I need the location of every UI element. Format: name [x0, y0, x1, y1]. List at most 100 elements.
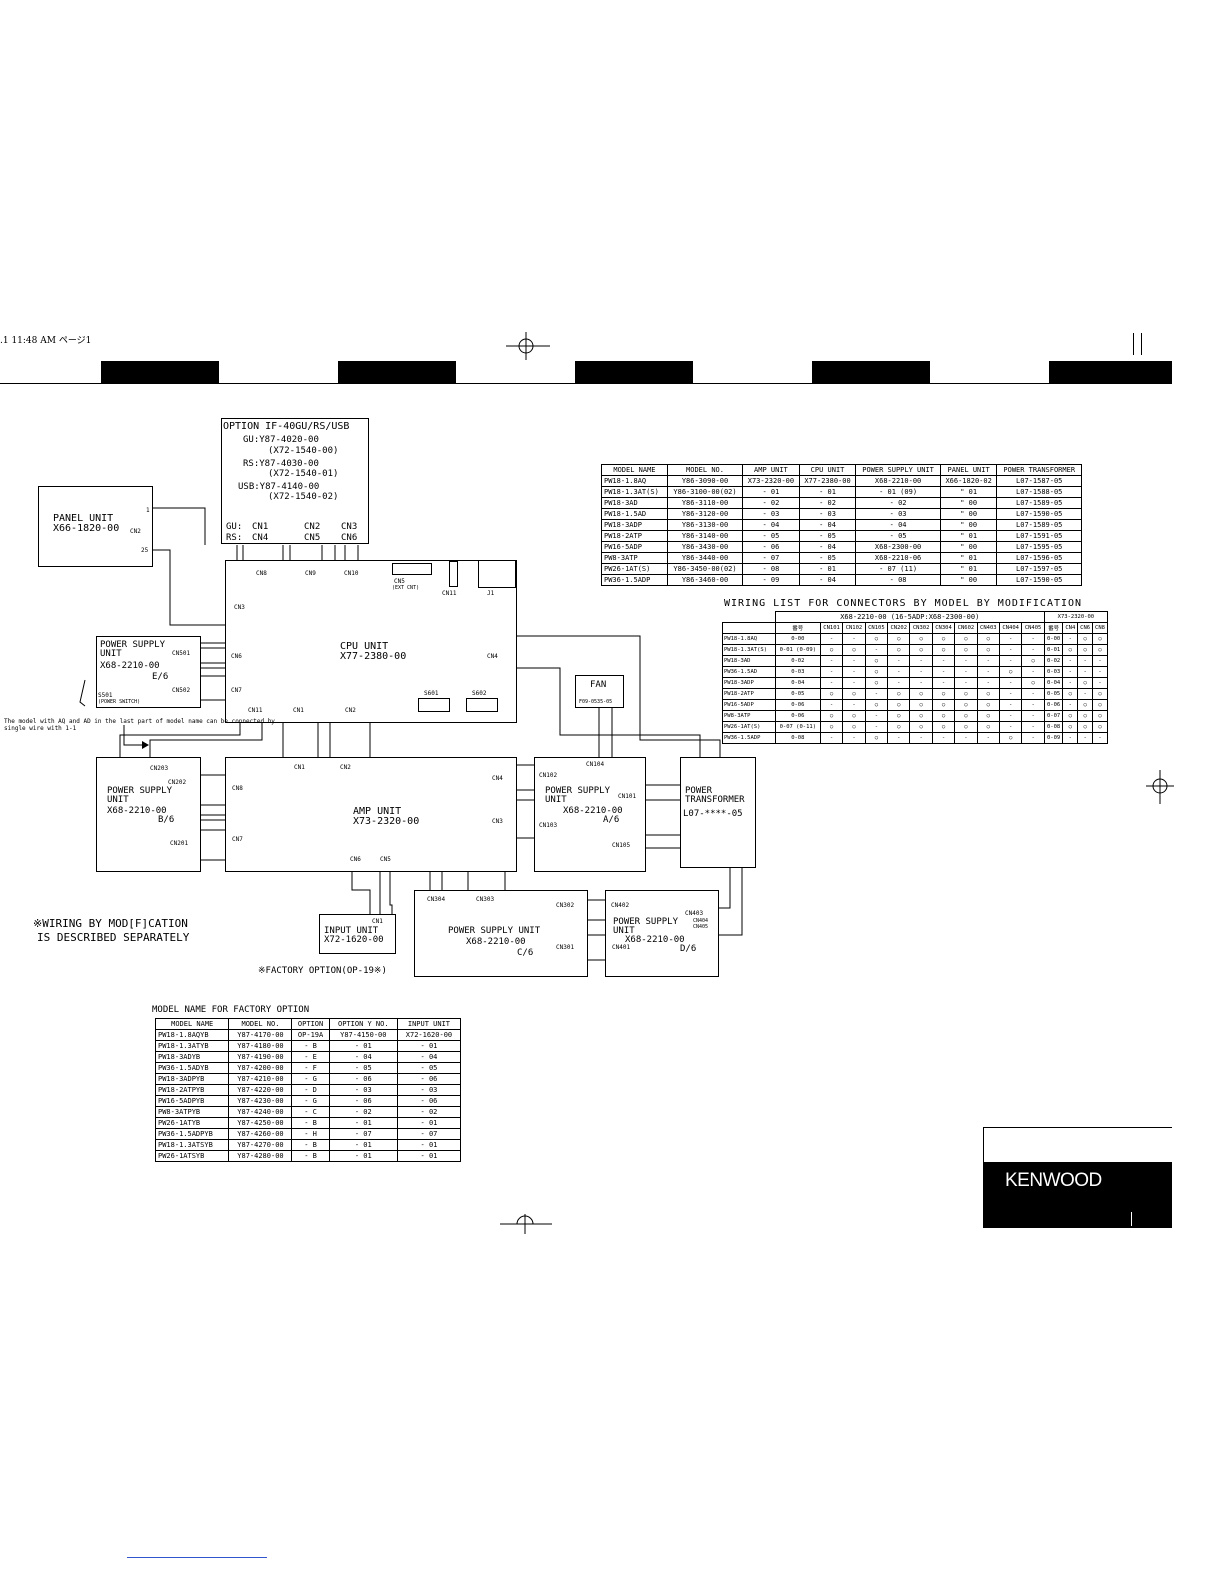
table-cell: PW18-3AD: [601, 497, 668, 509]
option-line: GU:Y87-4020-00: [243, 435, 319, 445]
table-cell: -: [954, 666, 978, 678]
table-cell: ○: [842, 721, 866, 733]
table-cell: - 05: [798, 552, 857, 564]
brand-tick: [1131, 1212, 1132, 1226]
s602-switch: [466, 698, 498, 712]
table-cell: ○: [1092, 688, 1108, 700]
table-cell: - 01: [396, 1117, 462, 1129]
panel-unit-title: PANEL UNIT: [53, 513, 114, 524]
table-cell: - 03: [742, 508, 800, 520]
table-cell: -: [931, 732, 956, 744]
table-cell: -: [819, 677, 844, 689]
table-cell: Y87-4220-00: [228, 1084, 293, 1096]
table-cell: X77-2380-00: [798, 475, 857, 487]
table-cell: - 01: [798, 563, 857, 575]
table-cell: -: [1092, 677, 1108, 689]
table-cell: -: [1077, 655, 1094, 667]
table-cell: -: [864, 644, 889, 656]
table-cell: Y87-4190-00: [228, 1051, 293, 1063]
table-cell: ○: [1062, 710, 1079, 722]
table-cell: -: [1062, 732, 1079, 744]
transformer-title2: TRANSFORMER: [685, 795, 745, 805]
panel-unit-code: X66-1820-00: [53, 523, 120, 534]
table-cell: 0-02: [1043, 655, 1064, 667]
amp-cn7: CN7: [232, 836, 243, 843]
table-cell: PW8-3ATPYB: [154, 1106, 230, 1118]
table-cell: ○: [887, 699, 911, 711]
table-cell: -: [887, 677, 911, 689]
ps-c-suffix: C/6: [517, 948, 534, 958]
model-table-header: PANEL UNIT: [939, 464, 998, 476]
table-row: PW26-1AT(S)Y86-3450-00(02)- 08- 01- 07 (…: [601, 563, 1082, 575]
amp-unit-box: [225, 757, 517, 872]
ps-b-title: POWER SUPPLY: [107, 786, 173, 796]
table-cell: -: [1077, 666, 1094, 678]
print-timestamp: .1 11:48 AM ページ1: [0, 336, 92, 346]
table-cell: Y86-3120-00: [666, 508, 744, 520]
table-cell: Y86-3110-00: [666, 497, 744, 509]
cpu-cn4: CN4: [487, 653, 498, 660]
table-cell: ○: [976, 699, 1001, 711]
table-cell: - E: [291, 1051, 330, 1063]
table-cell: ○: [887, 710, 911, 722]
table-cell: - 04: [855, 519, 941, 531]
table-cell: -: [909, 666, 933, 678]
table-cell: -: [931, 677, 956, 689]
table-cell: ○: [842, 644, 866, 656]
wiring-list-header: CN602: [954, 622, 978, 634]
note-aq-ad: The model with AQ and AD in the last par…: [4, 718, 275, 732]
table-cell: PW18-3ADP: [722, 677, 776, 689]
registration-mark-top: [506, 332, 550, 360]
table-cell: -: [976, 666, 1001, 678]
option-line: (X72-1540-00): [268, 446, 339, 456]
ps-a-suffix: A/6: [603, 815, 620, 825]
option-gu-label: GU:: [226, 522, 243, 532]
table-cell: Y87-4210-00: [228, 1073, 293, 1085]
factory-table-header: MODEL NO.: [228, 1018, 293, 1030]
table-cell: ○: [976, 688, 1001, 700]
crop-mark: [1141, 333, 1142, 355]
table-cell: - 01: [328, 1117, 398, 1129]
ps-d-cn401: CN401: [612, 944, 631, 951]
ps-a-cn104: CN104: [586, 761, 605, 768]
table-cell: - C: [291, 1106, 330, 1118]
table-cell: 0-08: [774, 732, 821, 744]
ps-c-title: POWER SUPPLY UNIT: [448, 926, 541, 936]
table-cell: PW36-1.5ADP: [601, 574, 668, 586]
table-cell: 0-04: [1043, 677, 1064, 689]
table-cell: ○: [887, 644, 911, 656]
ps-a-cn103: CN103: [539, 822, 558, 829]
table-cell: Y87-4270-00: [228, 1139, 293, 1151]
table-cell: ○: [1021, 677, 1045, 689]
header-rule: [0, 383, 1172, 384]
table-cell: ○: [864, 732, 889, 744]
wiring-list-header: CN8: [1092, 622, 1108, 634]
table-cell: -: [864, 721, 889, 733]
cpu-cn5-note: (EXT CNT): [392, 585, 420, 591]
table-cell: Y87-4240-00: [228, 1106, 293, 1118]
table-cell: ○: [976, 644, 1001, 656]
table-cell: ○: [931, 699, 956, 711]
cpu-cn1: CN1: [293, 707, 304, 714]
input-unit-title: INPUT UNIT: [324, 926, 379, 936]
table-cell: PW18-1.8AQYB: [154, 1029, 230, 1041]
table-cell: ○: [909, 688, 933, 700]
ps-d-cn402: CN402: [611, 902, 630, 909]
table-row: PW26-1AT(S)0-07 (0-11)○○-○○○○○--0-08○○○: [722, 721, 1108, 733]
table-cell: OP-19A: [291, 1029, 330, 1041]
table-cell: ○: [819, 644, 844, 656]
table-cell: 0-00: [1043, 633, 1064, 645]
option-rs-label: RS:: [226, 533, 243, 543]
table-row: PW18-1.3AT(S)Y86-3100-00(02)- 01- 01- 01…: [601, 486, 1082, 498]
wiring-list-header: CN302: [909, 622, 933, 634]
table-cell: -: [1062, 633, 1079, 645]
table-cell: ○: [1021, 655, 1045, 667]
table-cell: ○: [887, 688, 911, 700]
table-cell: -: [842, 666, 866, 678]
wiring-group1: X68-2210-00 (16-5ADP:X68-2300-00): [774, 611, 1045, 623]
